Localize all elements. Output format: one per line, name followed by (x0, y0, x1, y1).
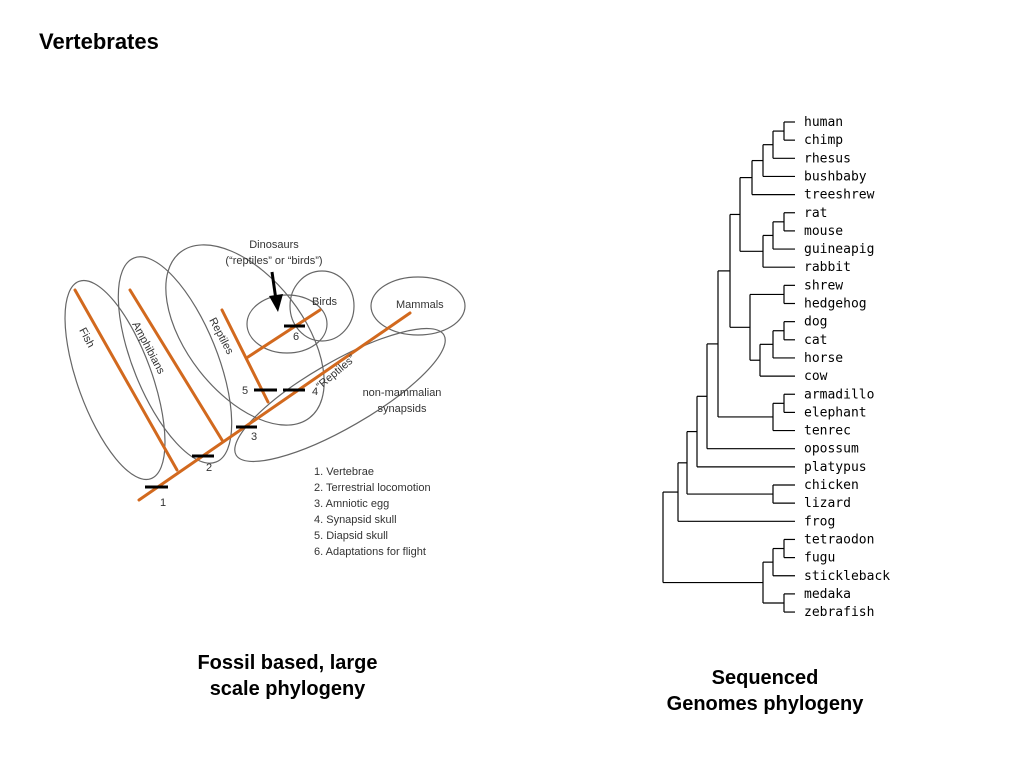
orange-branches (73, 288, 412, 502)
taxon-label: platypus (804, 460, 867, 475)
legend-item: 4. Synapsid skull (314, 514, 397, 526)
amphibians-branch (128, 288, 224, 442)
fish-clade-ellipse (64, 279, 166, 481)
taxon-label: elephant (804, 405, 867, 420)
taxon-label: mouse (804, 224, 843, 239)
caption-line: Genomes phylogeny (666, 693, 864, 715)
synapsids-clade-ellipse (234, 327, 446, 463)
mammals-label: Mammals (396, 299, 444, 311)
synapomorphy-legend: 1. Vertebrae 2. Terrestrial locomotion 3… (314, 466, 431, 558)
node-number-4: 4 (312, 386, 318, 398)
taxon-label: chimp (804, 133, 843, 148)
node-number-2: 2 (206, 462, 212, 474)
taxon-label: tenrec (804, 424, 851, 439)
taxon-label: bushbaby (804, 169, 867, 184)
taxon-label: human (804, 115, 843, 130)
node-number-6: 6 (293, 331, 299, 343)
taxon-label: lizard (804, 496, 851, 511)
fish-branch (73, 288, 179, 472)
synapsids-label-line1: non-mammalian (363, 387, 442, 399)
taxon-label: chicken (804, 478, 859, 493)
synapsids-label-line2: synapsids (378, 403, 427, 415)
node-ticks (145, 324, 305, 489)
taxon-label: frog (804, 514, 835, 529)
taxon-label: rat (804, 206, 827, 221)
reptiles-birds-branch (246, 308, 322, 359)
caption-line: Fossil based, large (197, 652, 378, 674)
taxon-label: fugu (804, 551, 835, 566)
taxon-label: hedgehog (804, 297, 867, 312)
reptiles-clade-ellipse (165, 244, 325, 426)
taxon-label: treeshrew (804, 188, 875, 203)
taxon-label: opossum (804, 442, 859, 457)
reptiles-branch (220, 308, 270, 404)
node-number-5: 5 (242, 385, 248, 397)
taxon-label: horse (804, 351, 843, 366)
fossil-phylogeny: Fish Amphibians Reptiles “Reptiles” Dino… (64, 239, 466, 558)
genome-phylogeny-caption: Sequenced Genomes phylogeny (630, 665, 900, 717)
taxon-label: rhesus (804, 151, 851, 166)
taxon-label: rabbit (804, 260, 851, 275)
fossil-phylogeny-caption: Fossil based, large scale phylogeny (165, 650, 410, 702)
genome-phylogeny-tree: human chimp rhesus bushbaby treeshrew rat mous… (662, 115, 890, 620)
taxon-label: cat (804, 333, 827, 348)
node-number-3: 3 (251, 431, 257, 443)
legend-item: 2. Terrestrial locomotion (314, 482, 431, 494)
taxon-label: stickleback (804, 569, 890, 584)
node-number-1: 1 (160, 497, 166, 509)
taxon-label: zebrafish (804, 605, 874, 620)
fish-label: Fish (76, 326, 96, 350)
mammals-clade-ellipse (370, 276, 466, 336)
taxon-label: shrew (804, 278, 843, 293)
legend-item: 6. Adaptations for flight (314, 546, 426, 558)
dinosaurs-clade-ellipse (246, 294, 328, 354)
caption-line: scale phylogeny (209, 678, 366, 700)
dinosaurs-label-line2: (“reptiles” or “birds”) (225, 255, 322, 267)
main-trunk (137, 311, 412, 502)
amphibians-clade-ellipse (117, 256, 233, 464)
dinosaurs-arrow (269, 271, 283, 312)
dinosaurs-label-line1: Dinosaurs (249, 239, 299, 251)
caption-line: Sequenced (711, 667, 819, 689)
taxon-label: tetraodon (804, 532, 874, 547)
legend-item: 1. Vertebrae (314, 466, 374, 478)
birds-label: Birds (312, 296, 338, 308)
birds-clade-ellipse (289, 270, 355, 342)
taxon-label: armadillo (804, 387, 874, 402)
taxon-label: medaka (804, 587, 851, 602)
taxon-label: dog (804, 315, 827, 330)
legend-item: 5. Diapsid skull (314, 530, 388, 542)
taxon-label: cow (804, 369, 828, 384)
legend-item: 3. Amniotic egg (314, 498, 389, 510)
slide-title: Vertebrates (39, 29, 159, 54)
amphibians-label: Amphibians (129, 320, 167, 377)
taxon-label: guineapig (804, 242, 874, 257)
